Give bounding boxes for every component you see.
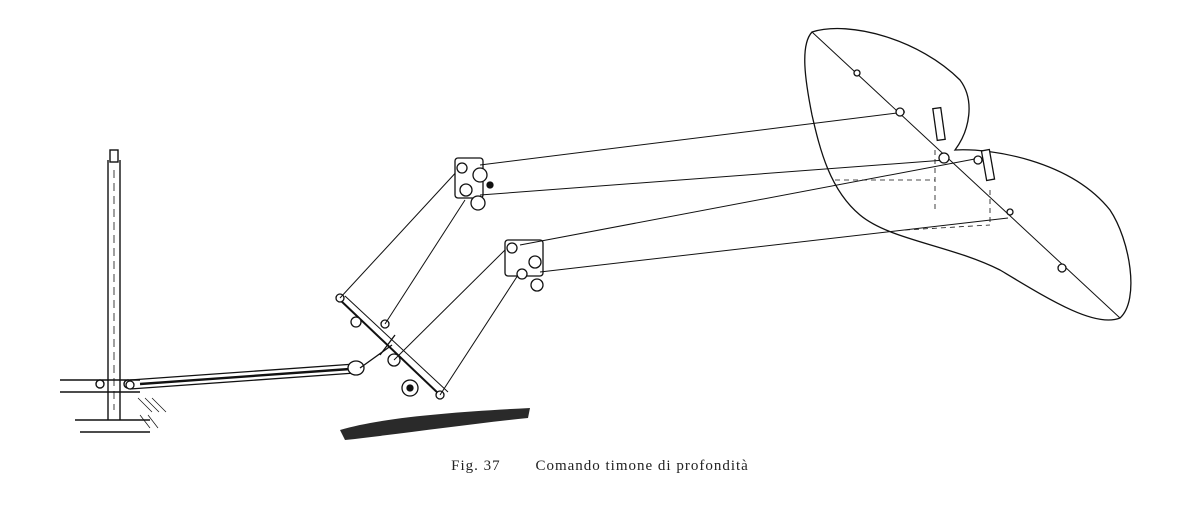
figure-caption: Fig. 37 Comando timone di profondità	[0, 458, 1200, 475]
cables-to-elevator	[479, 111, 1009, 273]
caption-text: Comando timone di profondità	[535, 458, 749, 474]
bellcrank-lower	[335, 293, 449, 400]
control-column	[60, 149, 167, 433]
elevator-control-diagram	[60, 27, 1132, 440]
figure-number: Fig. 37	[451, 458, 501, 474]
ground-shadow	[340, 408, 530, 440]
push-rod	[125, 360, 365, 390]
cables-to-lower-pulley	[393, 249, 521, 396]
lower-pulley-bracket	[504, 239, 544, 292]
elevator-surface	[804, 27, 1132, 321]
upper-pulley-bracket	[454, 157, 494, 211]
cables-to-upper-pulley	[339, 167, 466, 325]
